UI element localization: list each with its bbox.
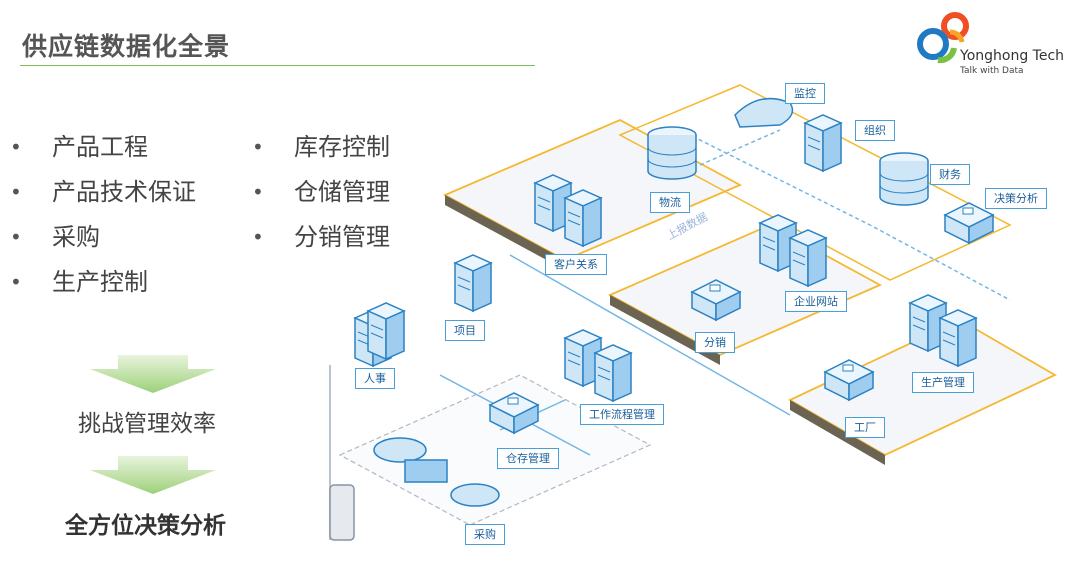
label-org: 组织 (855, 120, 895, 141)
page-title: 供应链数据化全景 (22, 32, 231, 61)
down-arrow-icon (90, 355, 216, 393)
label-production: 生产管理 (912, 372, 974, 393)
decision-text: 全方位决策分析 (65, 513, 226, 539)
label-purchase: 采购 (465, 524, 505, 545)
label-project: 项目 (445, 320, 485, 341)
title-divider (20, 65, 535, 66)
bullet-item: 采购 (10, 220, 196, 265)
label-distribution: 分销 (695, 332, 735, 353)
bullet-item: 分销管理 (252, 220, 390, 265)
logo-name: Yonghong Tech (960, 48, 1065, 64)
label-finance: 财务 (930, 164, 970, 185)
bullet-item: 仓储管理 (252, 175, 390, 220)
label-inventory: 仓存管理 (497, 448, 559, 469)
bullet-list-left: 产品工程 产品技术保证 采购 生产控制 (10, 130, 196, 310)
bullet-item: 生产控制 (10, 265, 196, 310)
bullet-item: 产品工程 (10, 130, 196, 175)
label-factory: 工厂 (845, 417, 885, 438)
yonghong-logo-icon (917, 12, 969, 64)
down-arrow-icon (90, 456, 216, 494)
label-logistics: 物流 (650, 192, 690, 213)
label-hr: 人事 (355, 368, 395, 389)
label-crm: 客户关系 (545, 254, 607, 275)
label-decision: 决策分析 (985, 188, 1047, 209)
bullet-item: 库存控制 (252, 130, 390, 175)
label-monitor: 监控 (785, 83, 825, 104)
challenge-text: 挑战管理效率 (78, 411, 216, 437)
logo-tagline: Talk with Data (960, 66, 1024, 76)
bullet-list-right: 库存控制 仓储管理 分销管理 (252, 130, 390, 265)
label-workflow: 工作流程管理 (580, 404, 664, 425)
label-website: 企业网站 (785, 291, 847, 312)
supply-chain-diagram (329, 84, 1057, 541)
bullet-item: 产品技术保证 (10, 175, 196, 220)
